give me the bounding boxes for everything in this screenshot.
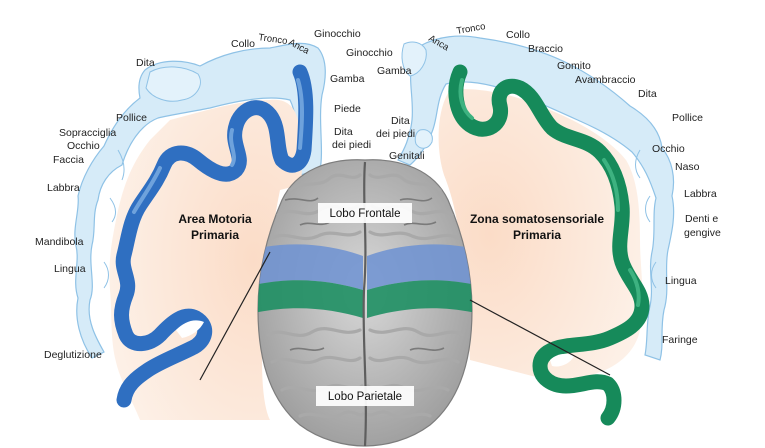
motor-cortex-highlight xyxy=(132,78,304,214)
somato-cortex-band xyxy=(448,64,650,426)
motor-label-faccia: Faccia xyxy=(53,154,84,166)
somato-section xyxy=(397,35,675,426)
somato-label-dita: Dita xyxy=(638,88,657,100)
somato-label-lingua: Lingua xyxy=(665,275,697,287)
somato-label-braccio: Braccio xyxy=(528,43,563,55)
somato-label-avambraccio: Avambraccio xyxy=(575,74,636,86)
somato-label-labbra: Labbra xyxy=(684,188,717,200)
somato-label-faringe: Faringe xyxy=(662,334,698,346)
motor-sulcus-notch xyxy=(176,320,204,338)
somato-sulcus-notch xyxy=(550,353,574,367)
motor-face-profile xyxy=(103,149,125,289)
somato-label-genitali: Genitali xyxy=(389,150,425,162)
parietal-lobe-label: Lobo Parietale xyxy=(328,391,402,403)
motor-label-mandibola: Mandibola xyxy=(35,236,84,248)
motor-label-dita-piedi-2: dei piedi xyxy=(332,139,371,151)
motor-pointer-line xyxy=(199,251,271,381)
motor-label-collo: Collo xyxy=(231,38,255,50)
motor-label-occhio: Occhio xyxy=(67,140,100,152)
motor-label-dita-piedi-1: Dita xyxy=(334,126,353,138)
motor-homunculus-silhouette xyxy=(74,42,326,359)
motor-title-line1: Area Motoria xyxy=(178,212,252,226)
somato-face-profile xyxy=(635,149,657,289)
somato-label-dita-piedi-2: dei piedi xyxy=(376,128,415,140)
motor-label-ginocchio: Ginocchio xyxy=(314,28,361,40)
motor-label-piede: Piede xyxy=(334,103,361,115)
somato-label-pollice: Pollice xyxy=(672,112,703,124)
somato-label-denti-2: gengive xyxy=(684,227,721,239)
somato-foot-shape xyxy=(401,41,427,77)
somato-label-collo: Collo xyxy=(506,29,530,41)
somato-label-naso: Naso xyxy=(675,161,700,173)
somato-cortex-highlight xyxy=(458,78,641,307)
motor-label-gamba: Gamba xyxy=(330,73,365,85)
frontal-lobe-label: Lobo Frontale xyxy=(330,208,401,220)
motor-label-lingua: Lingua xyxy=(54,263,86,275)
motor-label-labbra: Labbra xyxy=(47,182,80,194)
motor-section xyxy=(74,42,326,421)
motor-label-pollice: Pollice xyxy=(116,112,147,124)
motor-label-sopracciglia: Sopracciglia xyxy=(59,127,116,139)
somato-title-line1: Zona somatosensoriale xyxy=(470,212,604,226)
somato-label-occhio: Occhio xyxy=(652,143,685,155)
somato-pointer-line xyxy=(469,299,611,376)
frontal-label-box xyxy=(318,203,412,223)
brain-top-view: Lobo Frontale Lobo Parietale xyxy=(199,159,611,447)
somato-label-denti-1: Denti e xyxy=(685,213,718,225)
somato-title-line2: Primaria xyxy=(513,228,561,242)
brain-motor-strip xyxy=(258,244,363,290)
somato-label-gomito: Gomito xyxy=(557,60,591,72)
somato-label-dita-piedi-1: Dita xyxy=(391,115,410,127)
motor-title-line2: Primaria xyxy=(191,228,239,242)
somato-label-ginocchio: Ginocchio xyxy=(346,47,393,59)
somato-label-gamba: Gamba xyxy=(377,65,412,77)
brain-somato-strip xyxy=(258,280,363,318)
brain-somato-strip-right xyxy=(367,280,472,318)
parietal-label-box xyxy=(316,386,414,406)
somato-tissue xyxy=(438,89,643,380)
motor-hand-shape xyxy=(145,66,201,102)
brain-motor-strip-right xyxy=(367,244,472,290)
somato-genitali-shape xyxy=(414,129,433,149)
somato-label-tronco: Tronco xyxy=(456,21,487,37)
motor-label-tronco: Tronco xyxy=(258,32,288,47)
motor-label-deglutizione: Deglutizione xyxy=(44,349,102,361)
somato-homunculus-silhouette xyxy=(397,35,675,361)
motor-label-dita: Dita xyxy=(136,57,155,69)
